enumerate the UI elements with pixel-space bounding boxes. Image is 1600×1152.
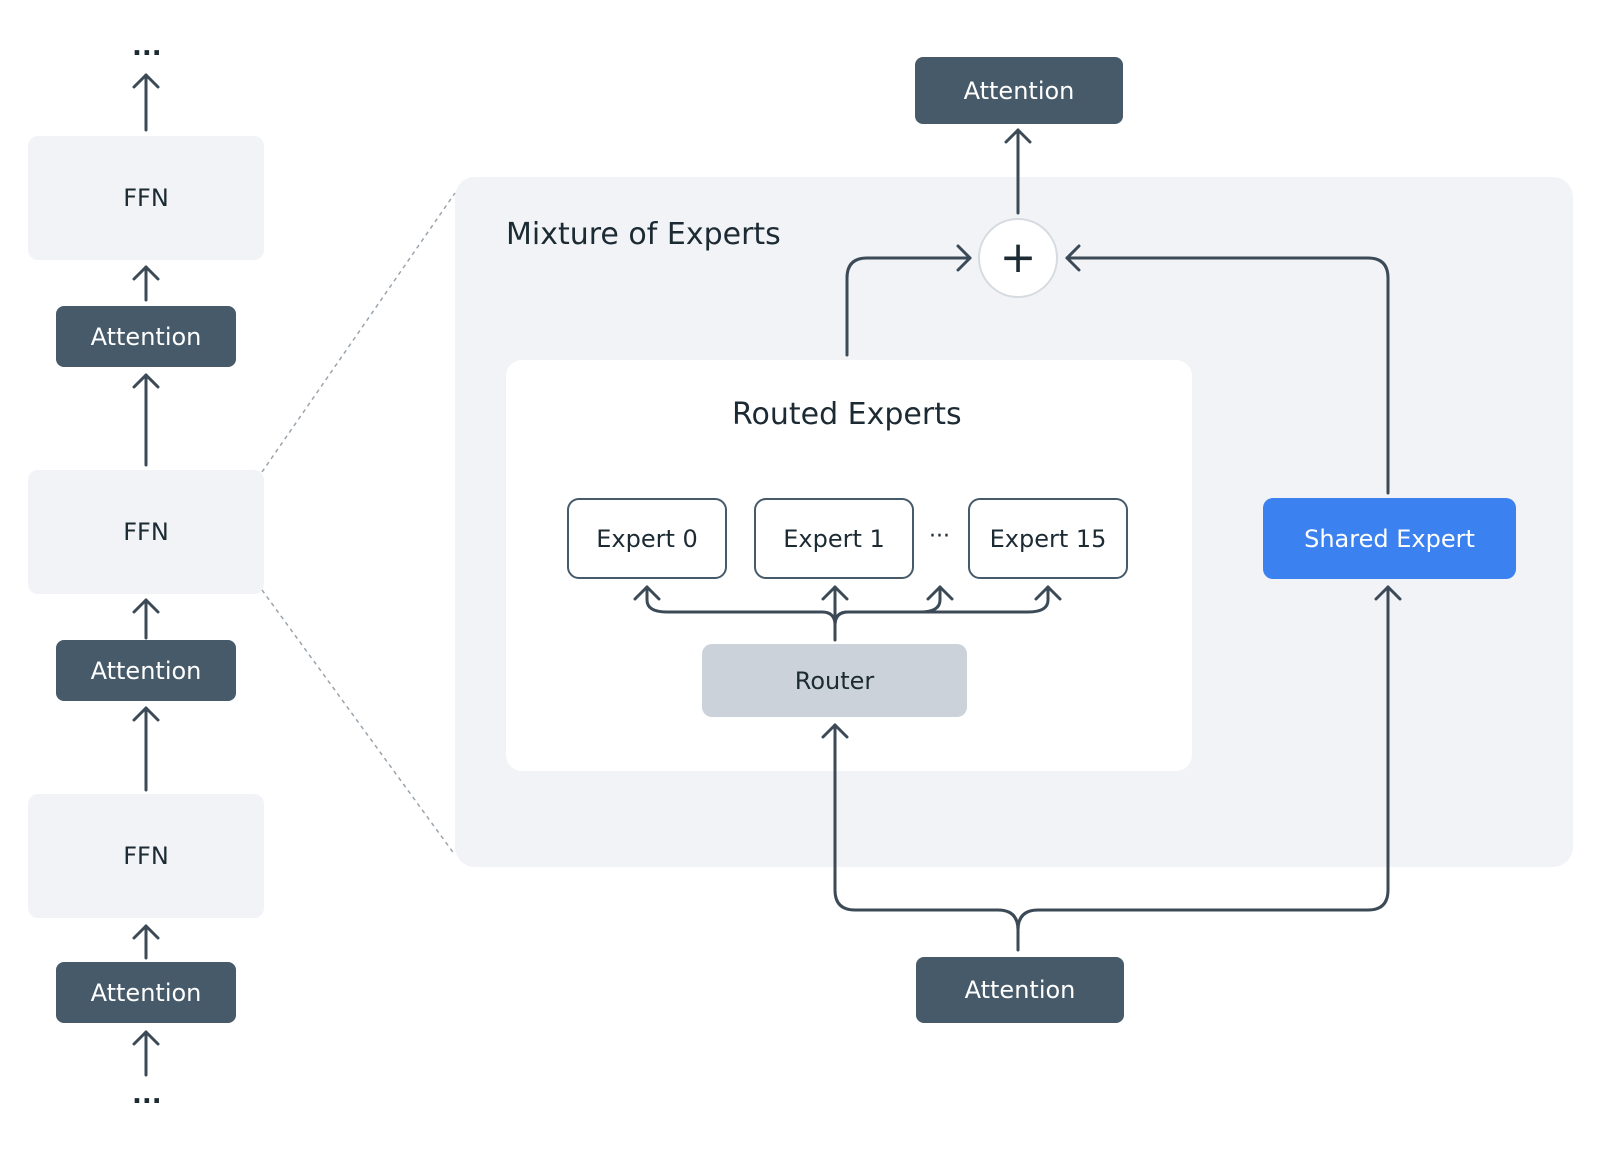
expert-1: Expert 1 (754, 498, 914, 579)
moe-title: Mixture of Experts (506, 217, 781, 252)
router-block: Router (702, 644, 967, 717)
sum-node: + (978, 218, 1058, 298)
left-stack-arrows (132, 73, 160, 1077)
shared-expert-block: Shared Expert (1263, 498, 1516, 579)
routed-experts-title: Routed Experts (732, 397, 962, 432)
attention-block-top: Attention (56, 306, 236, 367)
attention-block-output: Attention (915, 57, 1123, 124)
experts-ellipsis: ··· (929, 524, 950, 549)
top-ellipsis: ... (132, 32, 162, 62)
attention-block-input: Attention (916, 957, 1124, 1023)
ffn-block-middle: FFN (28, 470, 264, 594)
ffn-block-top: FFN (28, 136, 264, 260)
bottom-ellipsis: ... (132, 1080, 162, 1110)
ffn-block-bottom: FFN (28, 794, 264, 918)
attention-block-bottom: Attention (56, 962, 236, 1023)
attention-block-middle: Attention (56, 640, 236, 701)
expert-0: Expert 0 (567, 498, 727, 579)
expert-15: Expert 15 (968, 498, 1128, 579)
